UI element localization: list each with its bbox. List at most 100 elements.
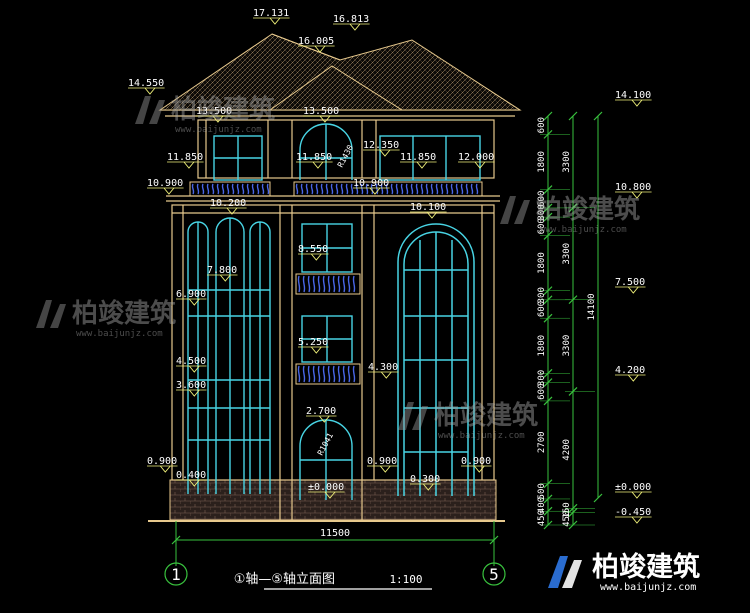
elevation-mid-4300: 4.300 (368, 362, 399, 379)
baluster (332, 275, 336, 293)
svg-text:11.850: 11.850 (400, 152, 436, 163)
elevation-sill-right: 0.900 (461, 456, 492, 473)
baluster (415, 183, 419, 195)
svg-text:13.500: 13.500 (303, 106, 339, 117)
baluster (315, 183, 319, 195)
railing-3 (295, 363, 361, 385)
dim-middle-value: 4200 (562, 439, 572, 461)
middle-windows (299, 223, 353, 500)
elevation-l3-mid: 11.850 (296, 152, 333, 169)
baluster (380, 183, 384, 195)
brand-logo-icon-2 (562, 560, 582, 588)
baluster (475, 183, 479, 195)
elevation-ridge-right: 16.813 (333, 14, 370, 31)
elevation-outdoor: -0.450 (615, 507, 652, 524)
baluster (430, 183, 434, 195)
elevation-roof-left: 13.500 (196, 106, 233, 123)
right-arched-window (397, 223, 475, 496)
baluster (297, 365, 301, 383)
baluster (352, 365, 356, 383)
dim-inner-value: 2700 (537, 431, 547, 453)
baluster (307, 275, 311, 293)
railings (189, 181, 483, 385)
elevation-l2-floor-left: 6.900 (176, 289, 207, 306)
dim-inner-value: 600 (537, 384, 547, 400)
baluster (211, 183, 215, 195)
railing-0 (189, 181, 271, 197)
svg-text:8.550: 8.550 (298, 244, 328, 255)
watermark-name: 柏竣建筑 (536, 194, 640, 225)
baluster (261, 183, 265, 195)
baluster (300, 183, 304, 195)
railing-1 (293, 181, 483, 197)
baluster (465, 183, 469, 195)
baluster (420, 183, 424, 195)
svg-text:16.005: 16.005 (298, 36, 334, 47)
elevation-right-7500: 7.500 (615, 277, 646, 294)
baluster (450, 183, 454, 195)
baluster (236, 183, 240, 195)
railing-2 (295, 273, 361, 295)
baluster (390, 183, 394, 195)
brand-name: 柏竣建筑 (592, 551, 700, 583)
baluster (445, 183, 449, 195)
svg-text:0.900: 0.900 (367, 456, 397, 467)
overall-width-text: 11500 (320, 528, 350, 539)
dim-middle-value: 3300 (562, 151, 572, 173)
label-arch-radius-b: R1041 (316, 431, 335, 457)
baluster (455, 183, 459, 195)
vertical-dimensions: 6001800600300600180030060018003006002700… (537, 111, 603, 530)
drawing-title-text: ①轴—⑤轴立面图 (234, 572, 335, 587)
baluster (337, 275, 341, 293)
svg-text:3.600: 3.600 (176, 380, 206, 391)
baluster (201, 183, 205, 195)
baluster (347, 275, 351, 293)
elevation-terrace-left: 10.900 (147, 178, 184, 195)
svg-text:2.700: 2.700 (306, 406, 336, 417)
baluster (360, 183, 364, 195)
dim-middle-value: 450 (562, 511, 572, 527)
svg-text:11.850: 11.850 (296, 152, 332, 163)
dim-middle-value: 150 (562, 502, 572, 518)
svg-text:0.400: 0.400 (176, 470, 206, 481)
watermark-url: www.baijunjz.com (76, 329, 163, 339)
dim-inner-value: 600 (537, 191, 547, 207)
elevation-terrace-mid: 10.900 (353, 178, 390, 195)
axis-label-1: 1 (171, 565, 181, 584)
elevation-sill-mid: 0.900 (367, 456, 398, 473)
svg-text:0.300: 0.300 (410, 474, 440, 485)
brand-url: www.baijunjz.com (600, 582, 696, 593)
svg-text:4.300: 4.300 (368, 362, 398, 373)
elevation-ridge-top: 17.131 (253, 8, 290, 25)
dim-inner-value: 600 (537, 218, 547, 234)
svg-text:5.250: 5.250 (298, 337, 328, 348)
watermark-name: 柏竣建筑 (72, 298, 176, 329)
baluster (342, 365, 346, 383)
baluster (312, 365, 316, 383)
baluster (327, 275, 331, 293)
baluster (206, 183, 210, 195)
svg-text:7.500: 7.500 (615, 277, 645, 288)
dim-inner-value: 1800 (537, 252, 547, 274)
axis-markers: 1 5 (164, 521, 506, 586)
svg-text:11.850: 11.850 (167, 152, 203, 163)
baluster (470, 183, 474, 195)
elevation-l3-arch: 12.350 (363, 140, 400, 157)
baluster (440, 183, 444, 195)
svg-text:12.000: 12.000 (458, 152, 494, 163)
baluster (347, 365, 351, 383)
baluster (302, 275, 306, 293)
watermark-url: www.baijunjz.com (540, 225, 627, 235)
baluster (322, 275, 326, 293)
watermark-logo-icon (36, 300, 66, 328)
svg-text:4.200: 4.200 (615, 365, 645, 376)
dim-inner-value: 600 (537, 117, 547, 133)
dim-middle-value: 3300 (562, 243, 572, 265)
baluster (352, 275, 356, 293)
baluster (460, 183, 464, 195)
elevation-right-4200: 4.200 (615, 365, 646, 382)
svg-text:14.100: 14.100 (615, 90, 651, 101)
baluster (317, 365, 321, 383)
